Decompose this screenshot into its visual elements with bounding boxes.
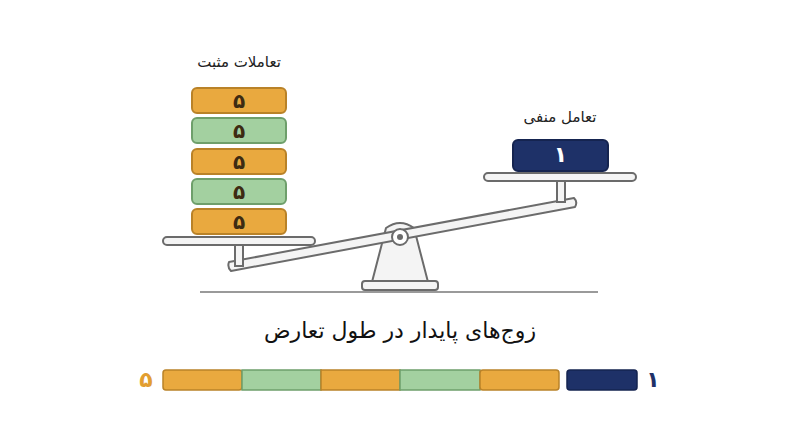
right-post — [557, 180, 565, 202]
block-number: ۵ — [233, 151, 245, 173]
positive-block: ۵ — [191, 87, 287, 114]
positive-bar-segment — [163, 370, 242, 390]
positive-bar-segment — [480, 370, 559, 390]
block-number: ۵ — [233, 181, 245, 203]
positive-bar-segment — [400, 370, 480, 390]
ground-line — [200, 291, 598, 293]
block-number: ۵ — [233, 120, 245, 142]
fulcrum-base — [362, 281, 438, 290]
positive-block: ۵ — [191, 178, 287, 205]
negative-block: ۱ — [512, 139, 609, 172]
negative-bar-segment — [567, 370, 637, 390]
ratio-number: ۵ — [139, 367, 152, 393]
group-heading: تعاملات مثبت — [197, 53, 281, 71]
positive-block: ۵ — [191, 148, 287, 175]
block-number: ۱ — [554, 143, 567, 167]
left-post — [235, 244, 243, 266]
left-pan — [163, 237, 315, 245]
positive-block: ۵ — [191, 208, 287, 235]
group-heading: تعامل منفی — [524, 108, 597, 126]
pivot — [392, 229, 408, 245]
block-number: ۵ — [233, 211, 245, 233]
positive-block: ۵ — [191, 117, 287, 144]
positive-bar-segment — [321, 370, 400, 390]
right-pan — [484, 173, 636, 181]
pivot-pin — [397, 234, 403, 240]
ratio-number: ۱ — [646, 367, 659, 393]
diagram-title: زوج‌های پایدار در طول تعارض — [264, 318, 536, 344]
block-number: ۵ — [233, 90, 245, 112]
positive-bar-segment — [242, 370, 321, 390]
